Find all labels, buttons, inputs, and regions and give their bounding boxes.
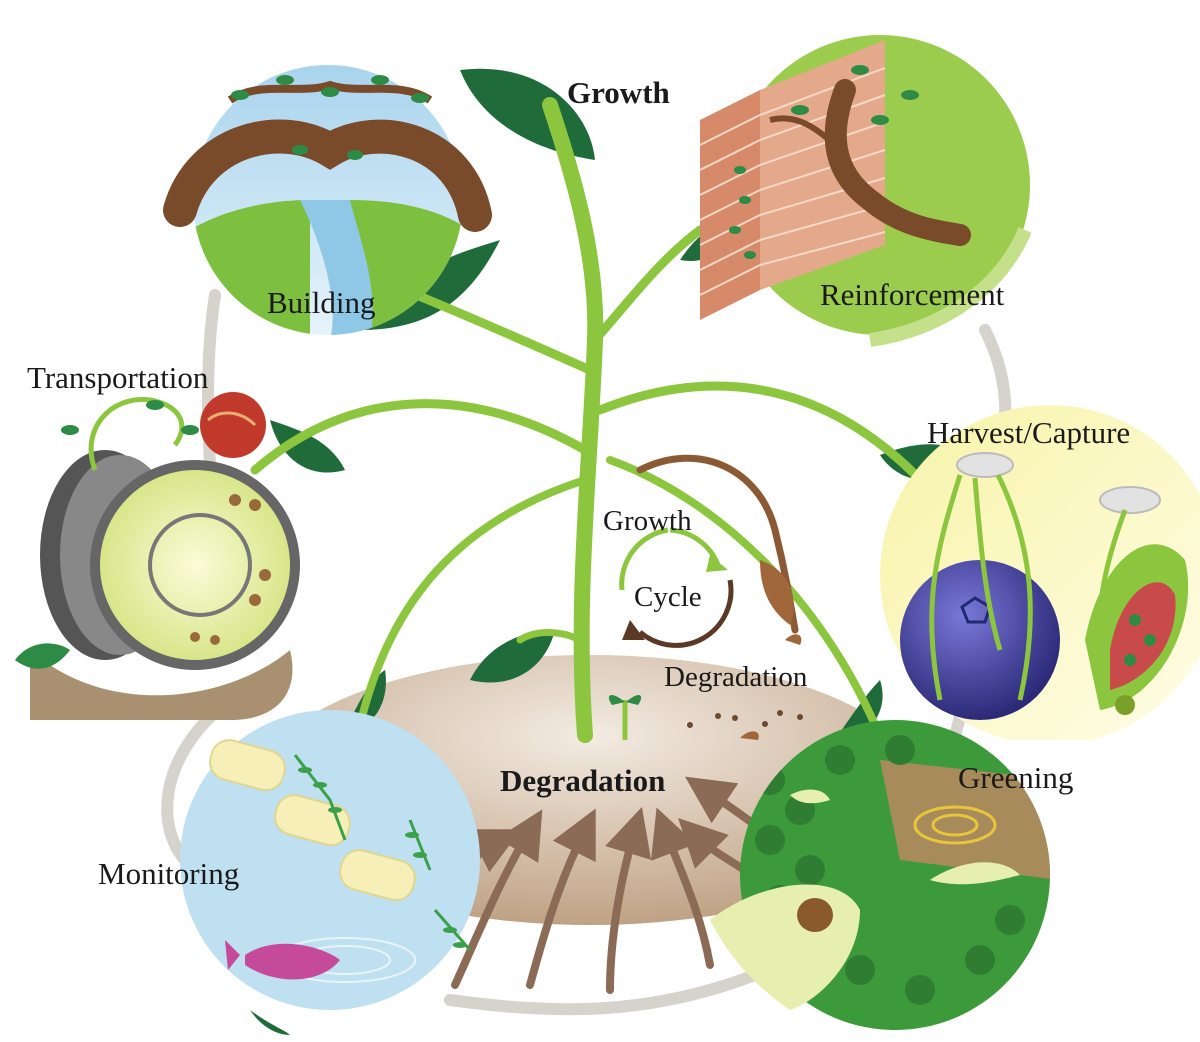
label-building: Building [267,285,376,320]
label-harvest: Harvest/Capture [927,415,1130,450]
cycle-label-growth: Growth [603,505,692,537]
label-greening: Greening [958,760,1073,795]
label-reinforcement: Reinforcement [820,277,1005,312]
label-degradation-main: Degradation [500,763,665,798]
label-transportation: Transportation [27,360,209,395]
label-growth-top: Growth [567,75,670,110]
cycle-label-degradation: Degradation [664,661,808,693]
transportation-illustration [15,392,300,720]
cycle-label-cycle: Cycle [634,581,702,613]
label-monitoring: Monitoring [98,856,239,891]
